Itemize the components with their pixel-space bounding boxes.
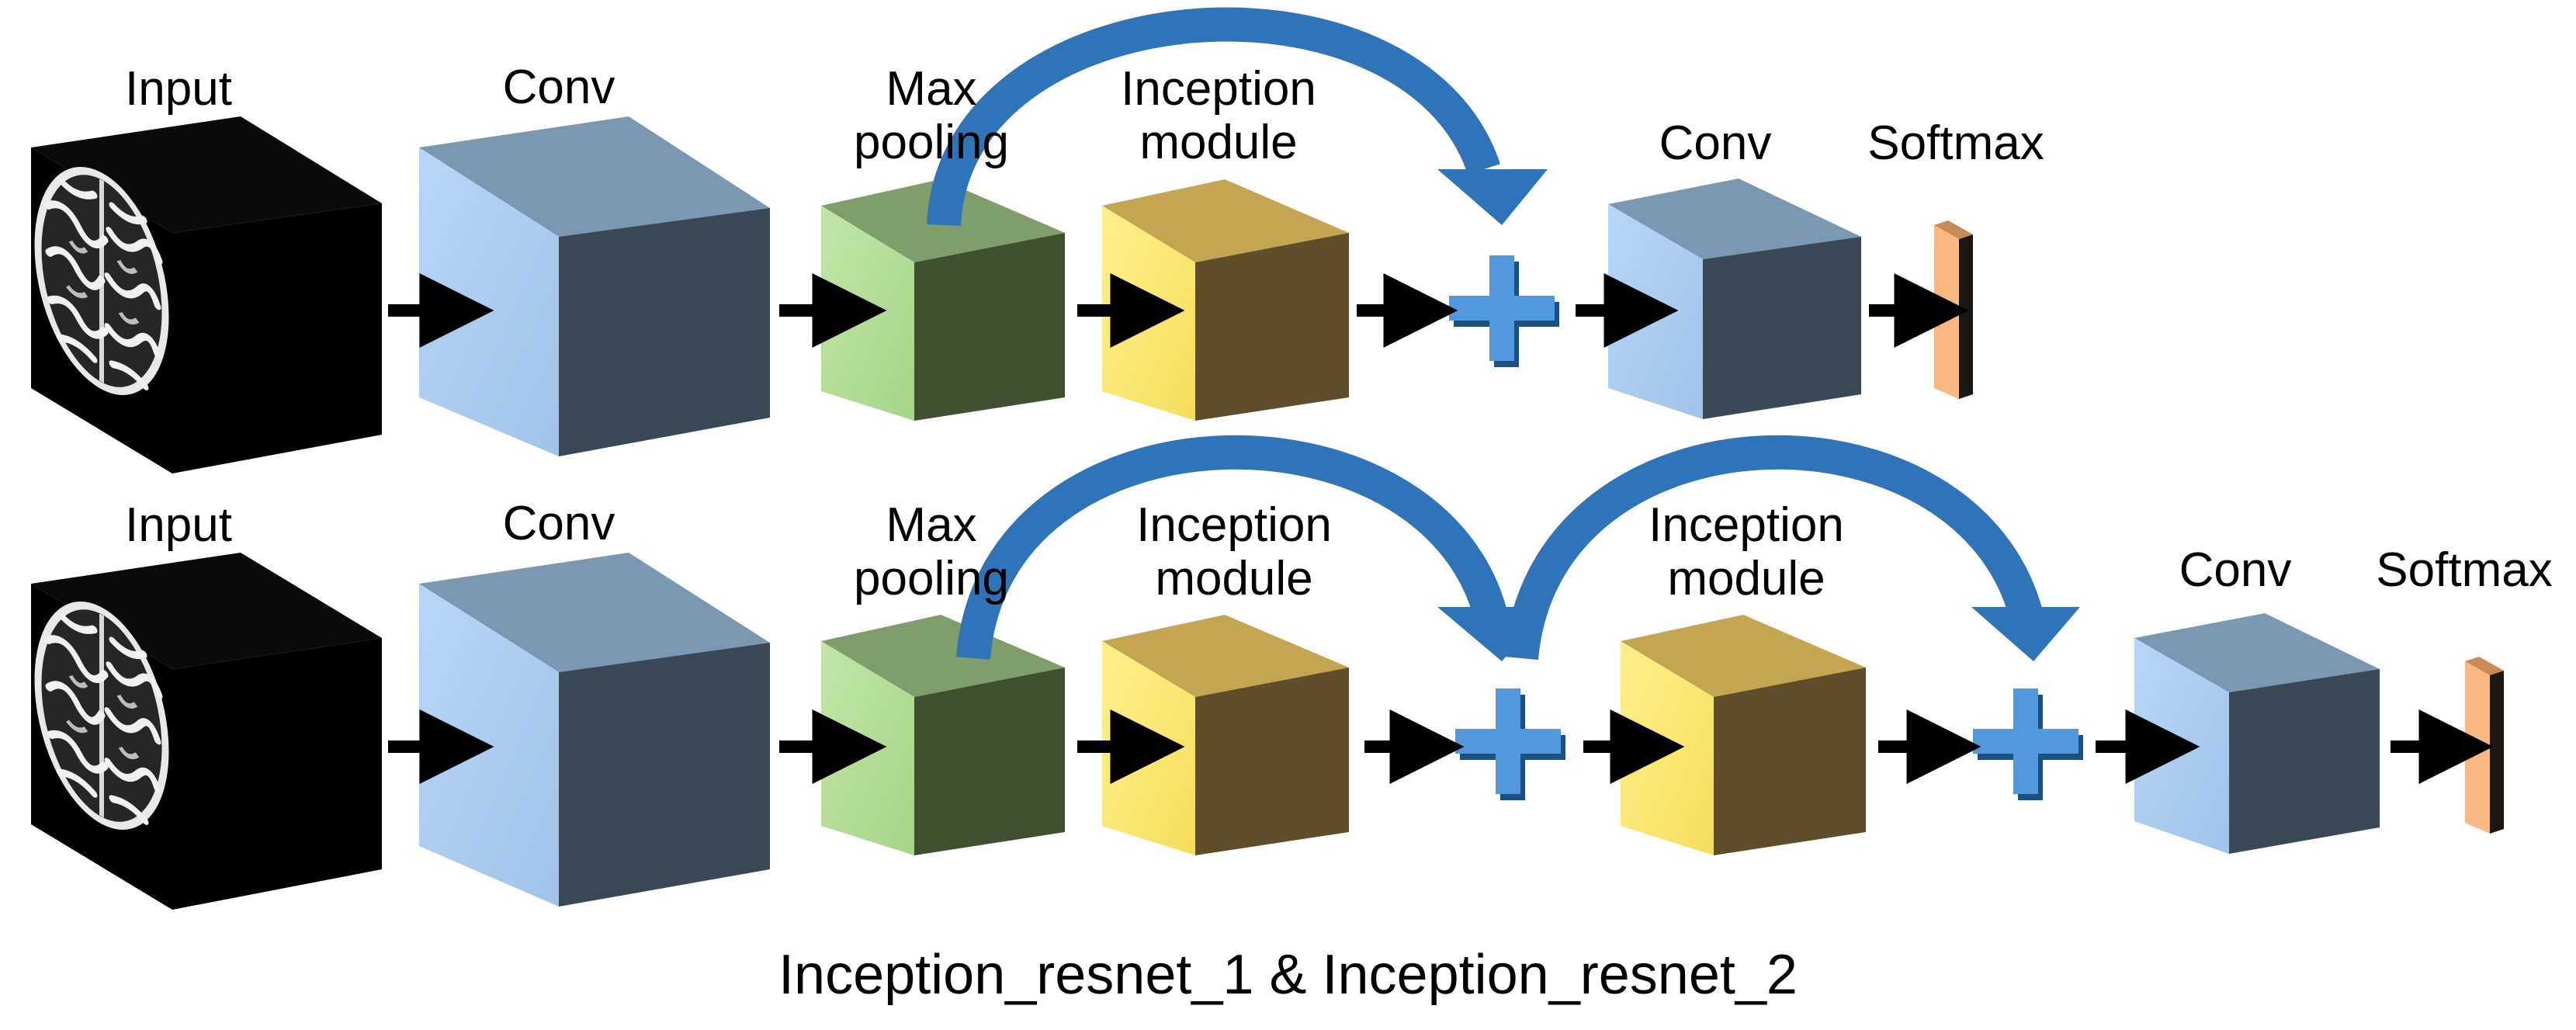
plus-icon [1455, 688, 1565, 800]
label-input: Input [125, 498, 232, 552]
conv-cube [419, 116, 770, 456]
label-conv-2: Conv [1659, 116, 1772, 170]
softmax-bar [1934, 220, 1973, 399]
label-softmax: Softmax [1867, 116, 2044, 170]
input-cube [31, 553, 382, 910]
curved-skip-arrow-icon [927, 7, 1548, 227]
softmax-bar [2465, 657, 2504, 834]
label-conv: Conv [502, 497, 615, 550]
plus-icon [1449, 255, 1559, 367]
maxpool-cube [821, 615, 1065, 855]
plus-icon [1973, 688, 2083, 800]
diagram-caption: Inception_resnet_1 & Inception_resnet_2 [778, 944, 1798, 1006]
label-input: Input [125, 62, 232, 116]
row-1 [31, 7, 1973, 473]
brain-mri-slice [34, 167, 169, 395]
inception-cube [1102, 179, 1349, 421]
label-softmax: Softmax [2376, 543, 2553, 597]
inception-cube-2 [1621, 615, 1866, 855]
inception-cube [1102, 615, 1349, 855]
row-2 [31, 435, 2504, 910]
conv-cube-2 [1608, 179, 1861, 419]
conv-cube [419, 553, 770, 907]
input-cube [31, 116, 382, 473]
maxpool-cube [821, 179, 1065, 421]
conv-cube-2 [2134, 613, 2380, 854]
label-conv: Conv [502, 61, 615, 114]
label-conv-2: Conv [2179, 543, 2292, 597]
brain-mri-slice [34, 602, 169, 830]
curved-skip-arrow-icon [1504, 435, 2080, 661]
